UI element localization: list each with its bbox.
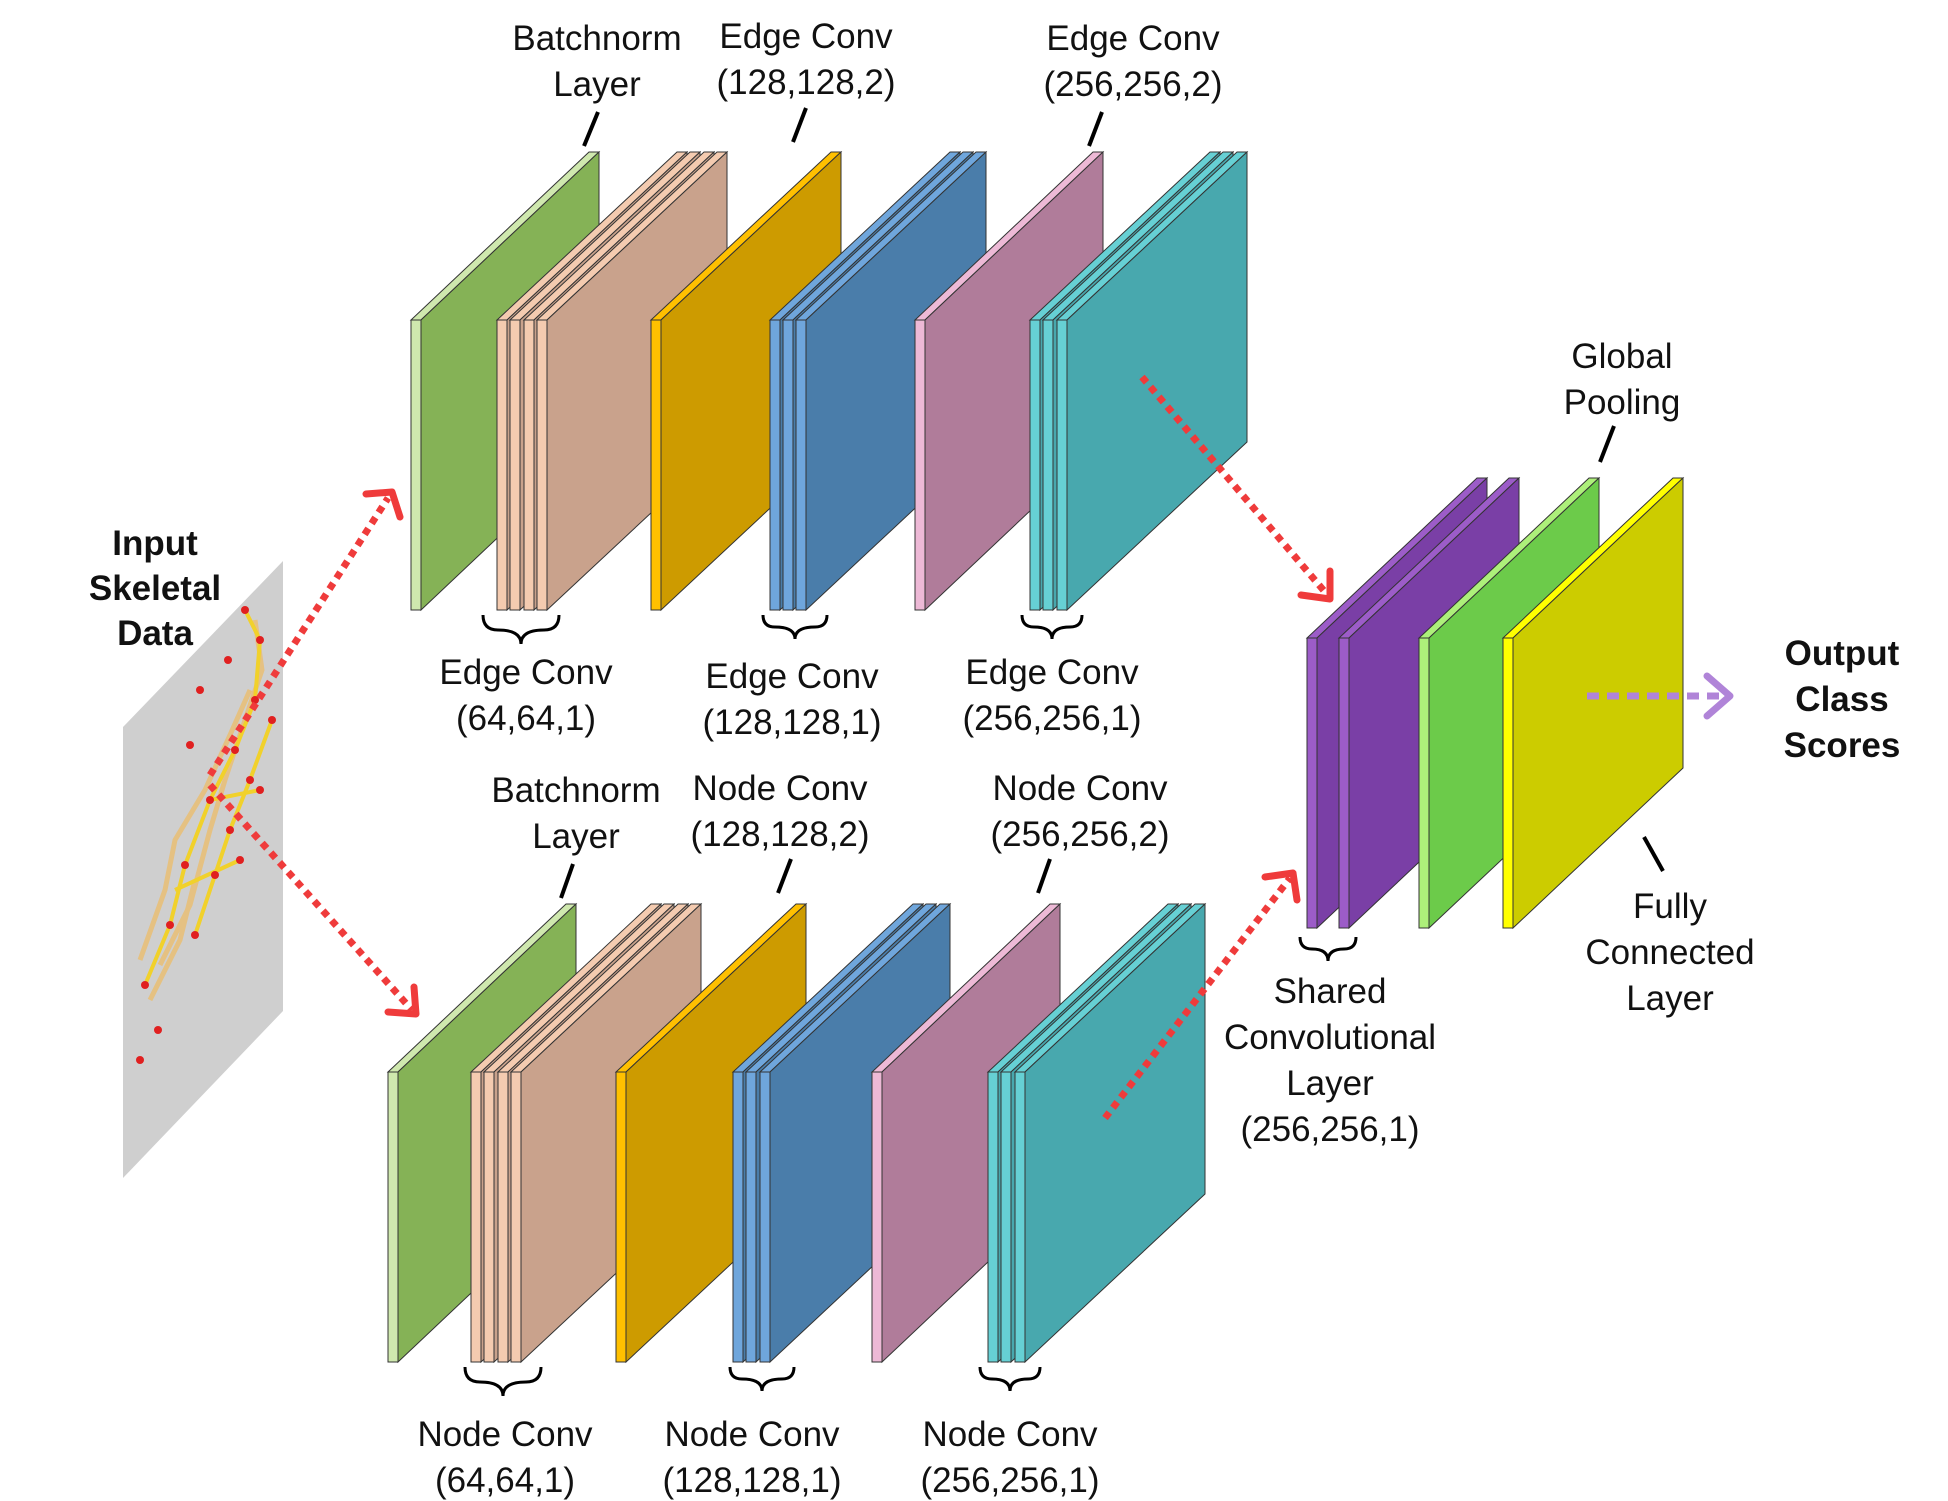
output-arrow xyxy=(1587,672,1734,720)
arrow-node-to-shared xyxy=(1102,875,1293,1121)
braces xyxy=(463,614,1358,1397)
edge-conv256-1-label-2: (256,256,1) xyxy=(962,699,1141,738)
edge-conv256-2-label-2: (256,256,2) xyxy=(1043,65,1222,104)
node-conv128-2-label-1: Node Conv xyxy=(692,769,868,808)
node-conv128-1-label-1: Node Conv xyxy=(664,1415,840,1454)
fc-label-2: Connected xyxy=(1585,933,1754,972)
shared-label-1: Shared xyxy=(1274,972,1387,1011)
edge-conv128-2-label-1: Edge Conv xyxy=(719,17,893,56)
edge-batchnorm-label-2: Layer xyxy=(553,65,641,104)
output-label-1: Output xyxy=(1785,634,1900,673)
labels: Input Skeletal Data Batchnorm Layer Edge… xyxy=(89,17,1901,1500)
fully-connected-layer xyxy=(1501,476,1685,930)
node-conv256-1-layer-3 xyxy=(1013,902,1207,1364)
edge-conv128-1-label-2: (128,128,1) xyxy=(702,703,881,742)
node-conv256-2-label-2: (256,256,2) xyxy=(990,815,1169,854)
arrow-input-to-node xyxy=(207,782,415,1013)
edge-conv128-1-layer-3 xyxy=(794,150,988,612)
arrow-edge-to-shared xyxy=(1139,374,1328,595)
layers-group xyxy=(386,150,1685,1364)
node-conv128-2-label-2: (128,128,2) xyxy=(690,815,869,854)
edge-conv64-1-label-1: Edge Conv xyxy=(439,653,613,692)
pooling-label-1: Global xyxy=(1571,337,1672,376)
fc-label-3: Layer xyxy=(1626,979,1714,1018)
arrowhead-node xyxy=(384,983,420,1018)
flow-arrows xyxy=(207,374,1328,1121)
edge-conv256-1-label-1: Edge Conv xyxy=(965,653,1139,692)
node-conv64-1-label-2: (64,64,1) xyxy=(435,1461,575,1500)
edge-conv256-1-layer-3 xyxy=(1055,150,1249,612)
edge-conv64-1-layer-4 xyxy=(535,150,729,612)
node-conv256-1-label-2: (256,256,1) xyxy=(920,1461,1099,1500)
pooling-label-2: Pooling xyxy=(1564,383,1681,422)
node-conv128-1-layer-3 xyxy=(758,902,952,1364)
arrowhead-edge xyxy=(362,488,404,521)
node-conv256-1-label-1: Node Conv xyxy=(922,1415,1098,1454)
edge-conv256-2-label-1: Edge Conv xyxy=(1046,19,1220,58)
leader-lines xyxy=(559,107,1665,899)
node-conv64-1-layer-4 xyxy=(509,902,703,1364)
shared-label-2: Convolutional xyxy=(1224,1018,1436,1057)
node-conv256-2-label-1: Node Conv xyxy=(992,769,1168,808)
node-batchnorm-label-2: Layer xyxy=(532,817,620,856)
input-label-3: Data xyxy=(117,614,193,653)
output-label-3: Scores xyxy=(1784,726,1901,765)
skeleton-image xyxy=(123,561,283,1178)
edge-batchnorm-label-1: Batchnorm xyxy=(512,19,681,58)
node-conv256-2-layer xyxy=(870,902,1062,1364)
arrow-input-to-edge xyxy=(207,496,391,777)
input-label-1: Input xyxy=(112,524,198,563)
edge-conv128-1-label-1: Edge Conv xyxy=(705,657,879,696)
node-batchnorm-label-1: Batchnorm xyxy=(491,771,660,810)
edge-conv128-2-layer xyxy=(649,150,843,612)
fc-label-1: Fully xyxy=(1633,887,1707,926)
shared-label-3: Layer xyxy=(1286,1064,1374,1103)
edge-conv256-2-layer xyxy=(913,150,1105,612)
arrowhead-shared-bottom xyxy=(1261,869,1301,904)
node-conv128-2-layer xyxy=(614,902,808,1364)
edge-conv128-2-label-2: (128,128,2) xyxy=(716,63,895,102)
output-label-2: Class xyxy=(1795,680,1888,719)
arrowheads xyxy=(362,488,1334,1018)
node-conv64-1-label-1: Node Conv xyxy=(417,1415,593,1454)
arrowhead-shared-top xyxy=(1297,567,1334,603)
input-label-2: Skeletal xyxy=(89,569,221,608)
shared-label-4: (256,256,1) xyxy=(1240,1110,1419,1149)
edge-conv64-1-label-2: (64,64,1) xyxy=(456,699,596,738)
node-conv128-1-label-2: (128,128,1) xyxy=(662,1461,841,1500)
